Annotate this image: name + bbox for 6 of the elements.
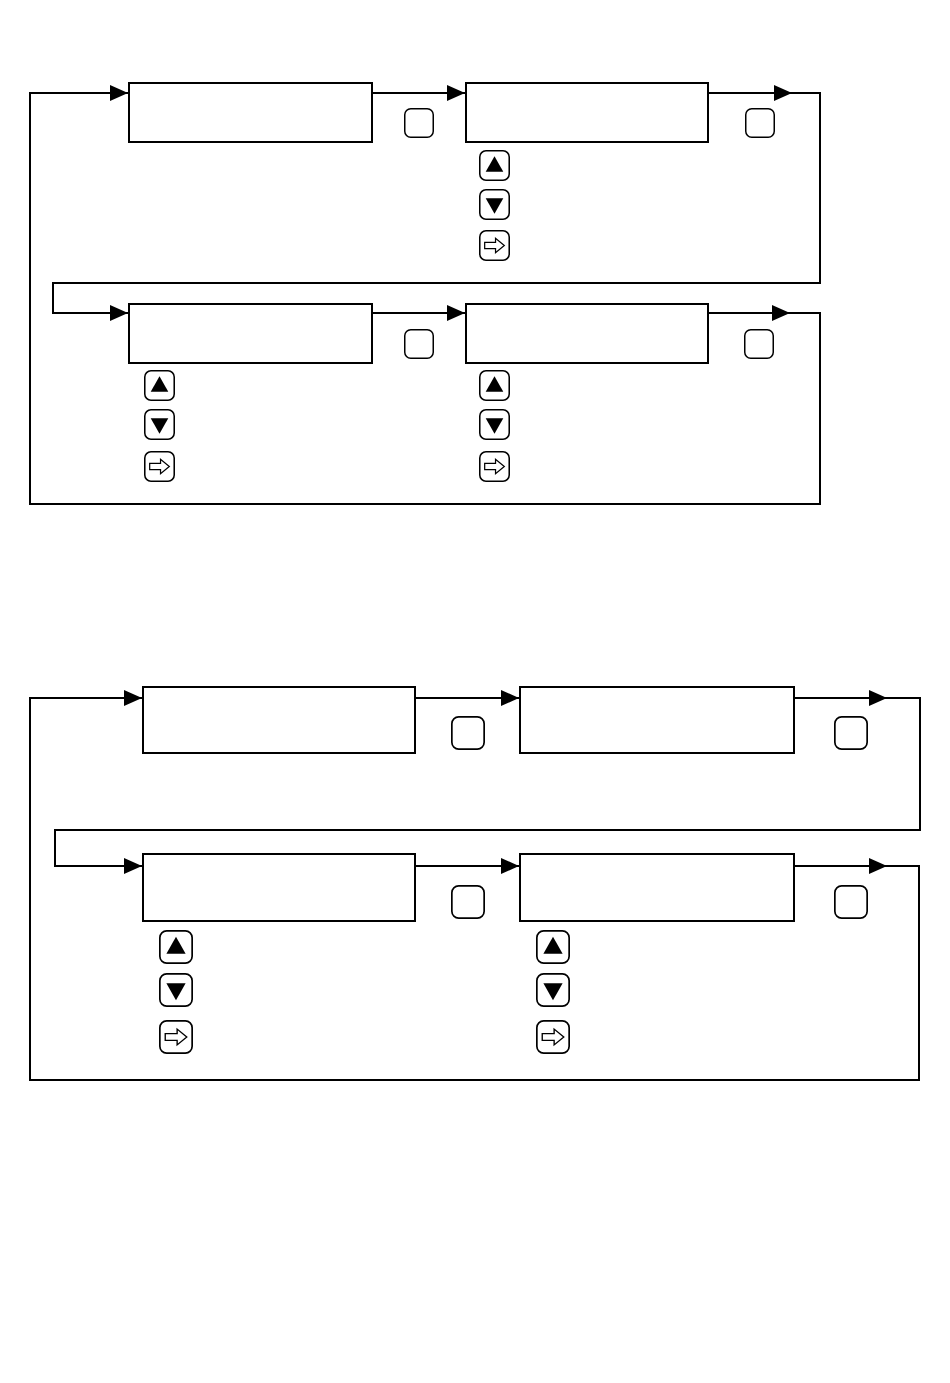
arrow — [415, 690, 520, 706]
display-box — [519, 686, 795, 754]
display-box — [142, 686, 416, 754]
display-box — [142, 853, 416, 922]
arrow — [415, 858, 520, 874]
display-box — [519, 853, 795, 922]
